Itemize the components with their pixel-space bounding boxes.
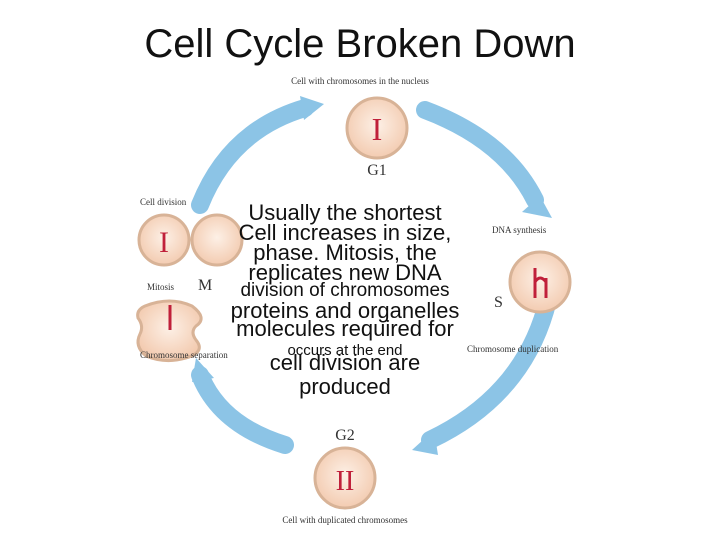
arrow-g2-to-m (191, 366, 294, 454)
label-cell-division: Cell division (140, 197, 187, 207)
cell-separating (136, 299, 203, 363)
overlay-line: Usually the shortest (248, 200, 442, 225)
chromosome-g1: I (372, 111, 383, 147)
label-chromosome-separation: Chromosome separation (140, 350, 228, 360)
cell-s (508, 250, 572, 314)
label-chromosome-duplication: Chromosome duplication (467, 344, 559, 354)
overlay-line: Cell increases in size, (238, 220, 452, 245)
arrow-s-to-g2 (421, 291, 557, 449)
chromosome-g2: II (336, 466, 355, 497)
label-dna-synthesis: DNA synthesis (492, 225, 547, 235)
label-bottom-cell: Cell with duplicated chromosomes (282, 515, 408, 525)
cell-g2: II (313, 446, 377, 510)
arrow-g1-to-s (416, 101, 544, 209)
label-g2: G2 (335, 427, 355, 444)
overlay-line: phase. Mitosis, the (253, 240, 437, 265)
arrow-m-to-g1 (191, 99, 314, 214)
overlay-line: produced (299, 374, 391, 399)
overlay-line: proteins and organelles (230, 298, 460, 323)
label-mitosis: Mitosis (147, 282, 175, 292)
label-g1: G1 (367, 162, 387, 179)
cell-g1: I (345, 96, 409, 160)
label-top-cell: Cell with chromosomes in the nucleus (291, 76, 429, 86)
overlay-line: division of chromosomes (240, 280, 450, 301)
svg-text:I: I (159, 226, 169, 259)
cell-division-pair: I (137, 213, 244, 267)
overlay-line: molecules required for (236, 316, 454, 341)
label-s: S (494, 294, 503, 311)
page-title: Cell Cycle Broken Down (144, 22, 576, 66)
overlay-line: replicates new DNA (248, 260, 442, 285)
label-m: M (198, 277, 212, 294)
overlay-line: cell division are (269, 350, 421, 375)
overlay-line: occurs at the end (287, 342, 403, 359)
